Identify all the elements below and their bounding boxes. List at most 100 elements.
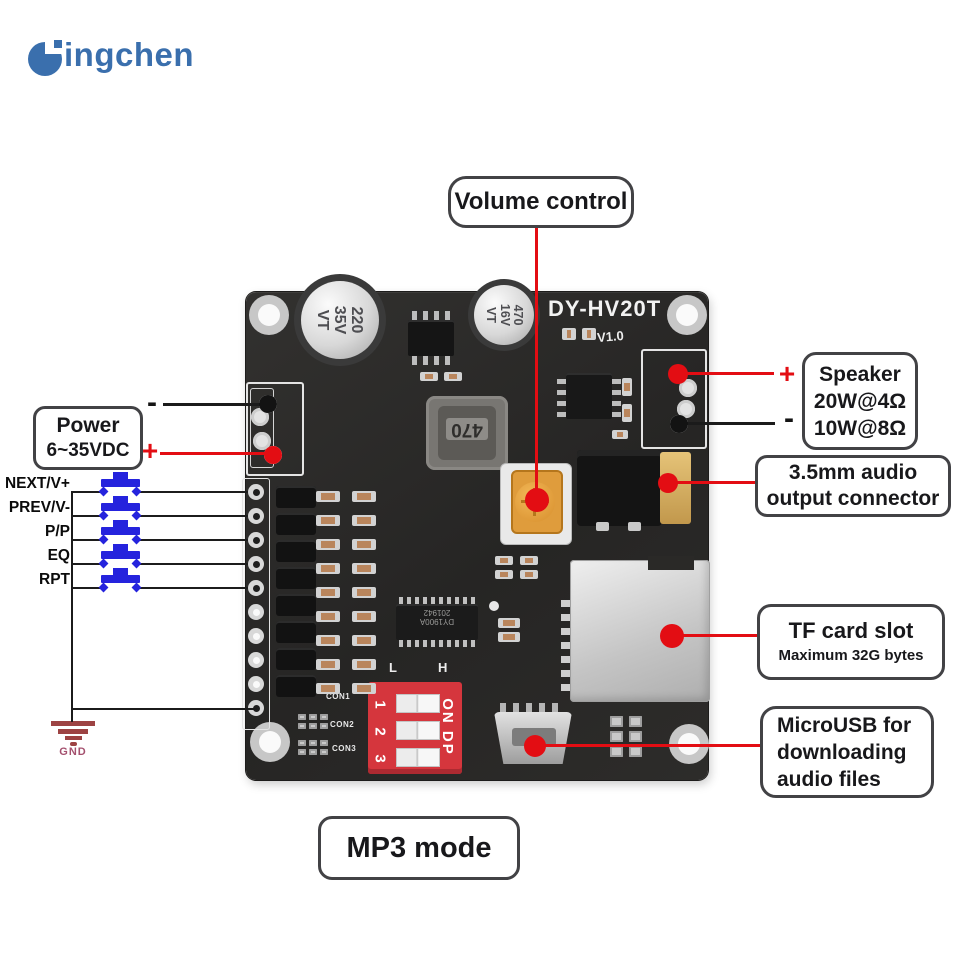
pad-center xyxy=(252,560,260,568)
inductor-marking: 470 xyxy=(446,418,488,440)
chip-pin xyxy=(445,356,450,365)
resistor-body xyxy=(321,541,335,548)
usb-pin xyxy=(526,703,532,712)
button-cap-bar xyxy=(101,551,140,559)
resistor-body xyxy=(357,541,371,548)
speaker-plus-line xyxy=(680,372,774,375)
resistor-body xyxy=(357,589,371,596)
smd-resistor xyxy=(352,611,376,622)
smd-resistor xyxy=(562,328,576,340)
smd-resistor xyxy=(622,378,632,396)
tf-card-slot xyxy=(570,560,710,702)
smd-resistor xyxy=(520,570,538,579)
logo-dot xyxy=(54,40,62,48)
usb-line xyxy=(533,744,760,747)
resistor-body xyxy=(567,330,571,338)
button-contact-left xyxy=(98,558,109,569)
smd-resistor xyxy=(316,635,340,646)
pad-grid-cell xyxy=(610,716,623,727)
resistor-body xyxy=(425,374,433,379)
dip-number-3: 3 xyxy=(371,754,389,763)
button-wire-left xyxy=(71,562,102,566)
button-label-4: RPT xyxy=(39,571,70,588)
smd-resistor xyxy=(582,328,596,340)
chip-pin xyxy=(434,311,439,320)
ic-pin xyxy=(463,640,467,647)
pad-grid-cell xyxy=(309,740,317,746)
callout-micro-usb: MicroUSB for downloading audio files xyxy=(760,706,934,798)
through-hole-pad xyxy=(248,628,264,644)
tf-pin xyxy=(561,684,570,691)
chip-pin xyxy=(434,356,439,365)
button-contact-right xyxy=(131,510,142,521)
dip-on-dp-label: ON DP xyxy=(439,698,456,756)
speaker-plus-sign: + xyxy=(778,358,796,389)
dip-switch-row-3 xyxy=(396,748,440,767)
power-connector-outline xyxy=(246,382,304,476)
chip-pin xyxy=(412,311,417,320)
resistor-body xyxy=(357,637,371,644)
button-cap-bump xyxy=(113,568,128,576)
tf-subtitle: Maximum 32G bytes xyxy=(778,647,924,664)
smd-resistor xyxy=(352,659,376,670)
mounting-hole-bl xyxy=(250,722,290,762)
resistor-body xyxy=(357,685,371,692)
tactile-switch xyxy=(276,621,316,643)
button-label-0: NEXT/V+ xyxy=(4,475,70,492)
power-connector-inner xyxy=(250,388,274,468)
pad-grid-cell xyxy=(309,749,317,755)
resistor-body xyxy=(500,572,508,577)
capacitor-2-marking: 470 16V VT xyxy=(474,285,534,345)
usb-pin xyxy=(513,703,519,712)
smd-resistor xyxy=(352,515,376,526)
tf-line xyxy=(670,634,757,637)
chip-pin xyxy=(557,412,566,417)
audio-jack-line2: output connector xyxy=(766,487,940,510)
connector-pad xyxy=(253,432,271,450)
resistor-body xyxy=(624,383,630,391)
button-contact-left xyxy=(98,510,109,521)
button-wire-right xyxy=(139,586,253,590)
tactile-switch xyxy=(276,675,316,697)
ic-test-pad xyxy=(489,601,499,611)
pcb-board xyxy=(246,292,708,780)
resistor-body xyxy=(321,493,335,500)
smd-resistor xyxy=(352,587,376,598)
usb-pin xyxy=(539,703,545,712)
through-hole-pad xyxy=(248,580,264,596)
pad-center xyxy=(252,512,260,520)
smd-resistor xyxy=(352,683,376,694)
speaker-spec1: 20W@4Ω xyxy=(813,389,907,413)
volume-dot xyxy=(525,488,549,512)
power-minus-line xyxy=(163,403,263,406)
smd-resistor xyxy=(316,539,340,550)
chip-pin xyxy=(423,356,428,365)
smd-resistor xyxy=(612,430,628,439)
tactile-switch xyxy=(276,486,316,508)
silk-l-label: L xyxy=(389,660,397,675)
resistor-body xyxy=(357,661,371,668)
pad-grid-cell xyxy=(298,749,306,755)
smd-resistor xyxy=(622,404,632,422)
resistor-body xyxy=(321,613,335,620)
usb-line1: MicroUSB for xyxy=(777,713,912,737)
logo-text: ingchen xyxy=(64,36,195,73)
hole-center xyxy=(259,731,281,753)
tf-pin xyxy=(561,600,570,607)
brand-logo: ingchen xyxy=(26,36,226,82)
smd-resistor xyxy=(316,515,340,526)
through-hole-pad xyxy=(248,604,264,620)
button-wire-right xyxy=(139,490,253,494)
speaker-minus-line xyxy=(681,422,775,425)
speaker-spec2: 10W@8Ω xyxy=(813,416,907,440)
chip-pin xyxy=(612,390,621,395)
button-contact-left xyxy=(98,582,109,593)
pad-grid-cell xyxy=(629,716,642,727)
callout-mp3-mode: MP3 mode xyxy=(318,816,520,880)
jack-foot-2 xyxy=(628,522,641,531)
cap2-line3: VT xyxy=(484,307,499,323)
resistor-body xyxy=(357,613,371,620)
tf-pin xyxy=(561,656,570,663)
ic-pin xyxy=(447,640,451,647)
